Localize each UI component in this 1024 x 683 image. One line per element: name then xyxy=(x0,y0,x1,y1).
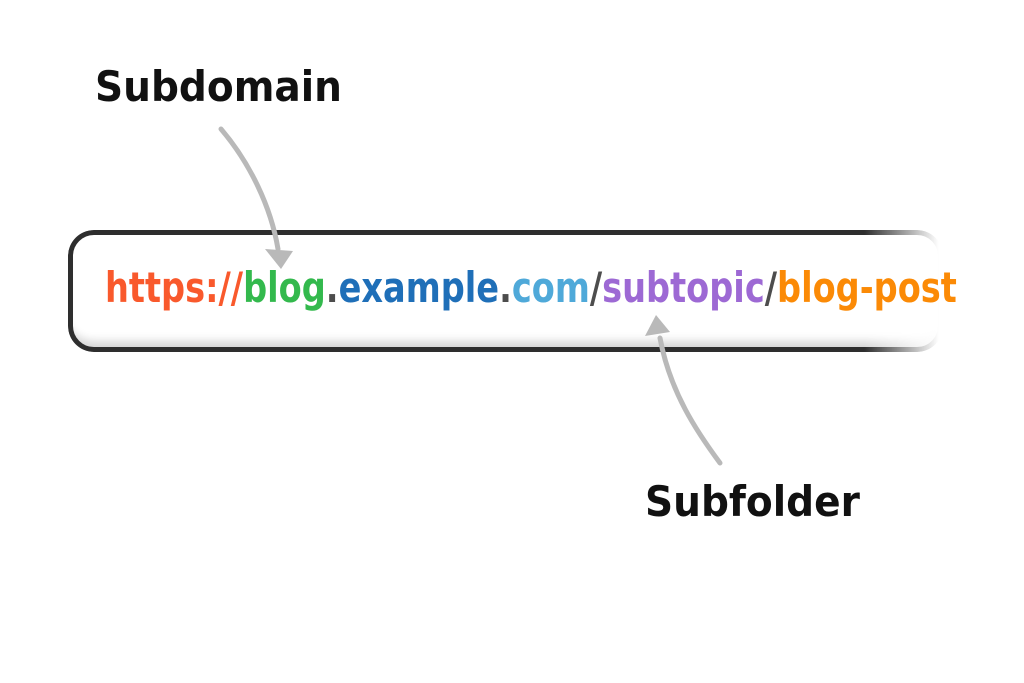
url-segment-tld: com xyxy=(511,263,590,312)
url-segment-subfolder: subtopic xyxy=(602,263,765,312)
url-segment-slash-separator-1: / xyxy=(589,263,603,312)
url-segment-page-slug: blog-post xyxy=(777,263,957,312)
subdomain-label: Subdomain xyxy=(95,62,342,111)
url-segment-domain: example xyxy=(338,263,500,312)
url-segment-subdomain: blog xyxy=(243,263,326,312)
url-segment-dot-separator-1: . xyxy=(325,263,339,312)
url-segment-dot-separator-2: . xyxy=(499,263,512,312)
subfolder-label: Subfolder xyxy=(645,477,860,526)
subfolder-arrow-line xyxy=(657,335,723,466)
url-text: https://blog.example.com/subtopic/blog-p… xyxy=(105,263,957,313)
url-segment-protocol: https:// xyxy=(105,263,244,312)
url-bar xyxy=(68,230,943,352)
url-segment-slash-separator-2: / xyxy=(764,263,778,312)
